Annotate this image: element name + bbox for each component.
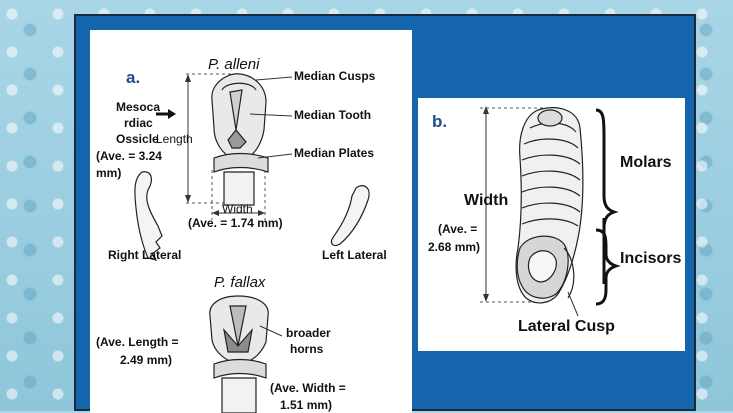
- median-cusps-label: Median Cusps: [294, 69, 375, 83]
- alleni-ave-length-line2: mm): [96, 166, 121, 180]
- alleni-ave-length-line1: (Ave. = 3.24: [96, 149, 162, 163]
- width-arrow-top: [483, 106, 489, 114]
- length-arrow-bottom: [185, 195, 191, 203]
- width-label-b: Width: [464, 192, 508, 210]
- panel-b: b. Width (Ave. = 2.68 mm) Molars Incisor…: [418, 98, 685, 351]
- slide-frame: a. P. alleni Mesoca rdiac Ossicle Length…: [74, 14, 696, 411]
- ave-line1-b: (Ave. =: [438, 222, 477, 236]
- right-lateral-ossicle: [135, 172, 162, 260]
- length-label: Length: [156, 132, 193, 146]
- mandible-drawing: [516, 108, 583, 303]
- broader-horns-line2: horns: [290, 342, 323, 356]
- mesocardiac-line2: rdiac: [124, 116, 153, 130]
- ave-line2-b: 2.68 mm): [428, 240, 480, 254]
- fallax-title: P. fallax: [214, 274, 265, 291]
- alleni-ave-width: (Ave. = 1.74 mm): [188, 216, 283, 230]
- alleni-title: P. alleni: [208, 56, 259, 73]
- panel-b-letter: b.: [432, 112, 447, 132]
- fallax-width-line2: 1.51 mm): [280, 398, 332, 412]
- width-label: Width: [222, 202, 253, 216]
- fallax-width-line1: (Ave. Width =: [270, 381, 346, 395]
- mesocardiac-line3: Ossicle: [116, 132, 159, 146]
- width-arrow-bottom: [483, 294, 489, 302]
- incisors-label: Incisors: [620, 250, 681, 268]
- length-arrow-top: [185, 74, 191, 82]
- leader-median-cusps: [256, 77, 292, 80]
- broader-horns-line1: broader: [286, 326, 331, 340]
- fallax-ossicle: [210, 296, 268, 413]
- mesocardiac-line1: Mesoca: [116, 100, 160, 114]
- molars-brace: [596, 110, 614, 284]
- lateral-cusp-label: Lateral Cusp: [518, 318, 615, 336]
- median-plates-label: Median Plates: [294, 146, 374, 160]
- left-lateral-ossicle: [332, 186, 370, 246]
- fallax-length-line2: 2.49 mm): [120, 353, 172, 367]
- left-lateral-label: Left Lateral: [322, 248, 387, 262]
- leader-lateral-cusp: [568, 292, 578, 316]
- molars-label: Molars: [620, 154, 672, 172]
- panel-a: a. P. alleni Mesoca rdiac Ossicle Length…: [90, 30, 412, 413]
- panel-a-letter: a.: [126, 68, 140, 88]
- median-tooth-label: Median Tooth: [294, 108, 371, 122]
- right-lateral-label: Right Lateral: [108, 248, 181, 262]
- mesocardiac-arrow-head: [168, 109, 176, 119]
- fallax-length-line1: (Ave. Length =: [96, 335, 179, 349]
- alleni-ossicle: [212, 74, 268, 205]
- incisors-brace: [596, 230, 616, 304]
